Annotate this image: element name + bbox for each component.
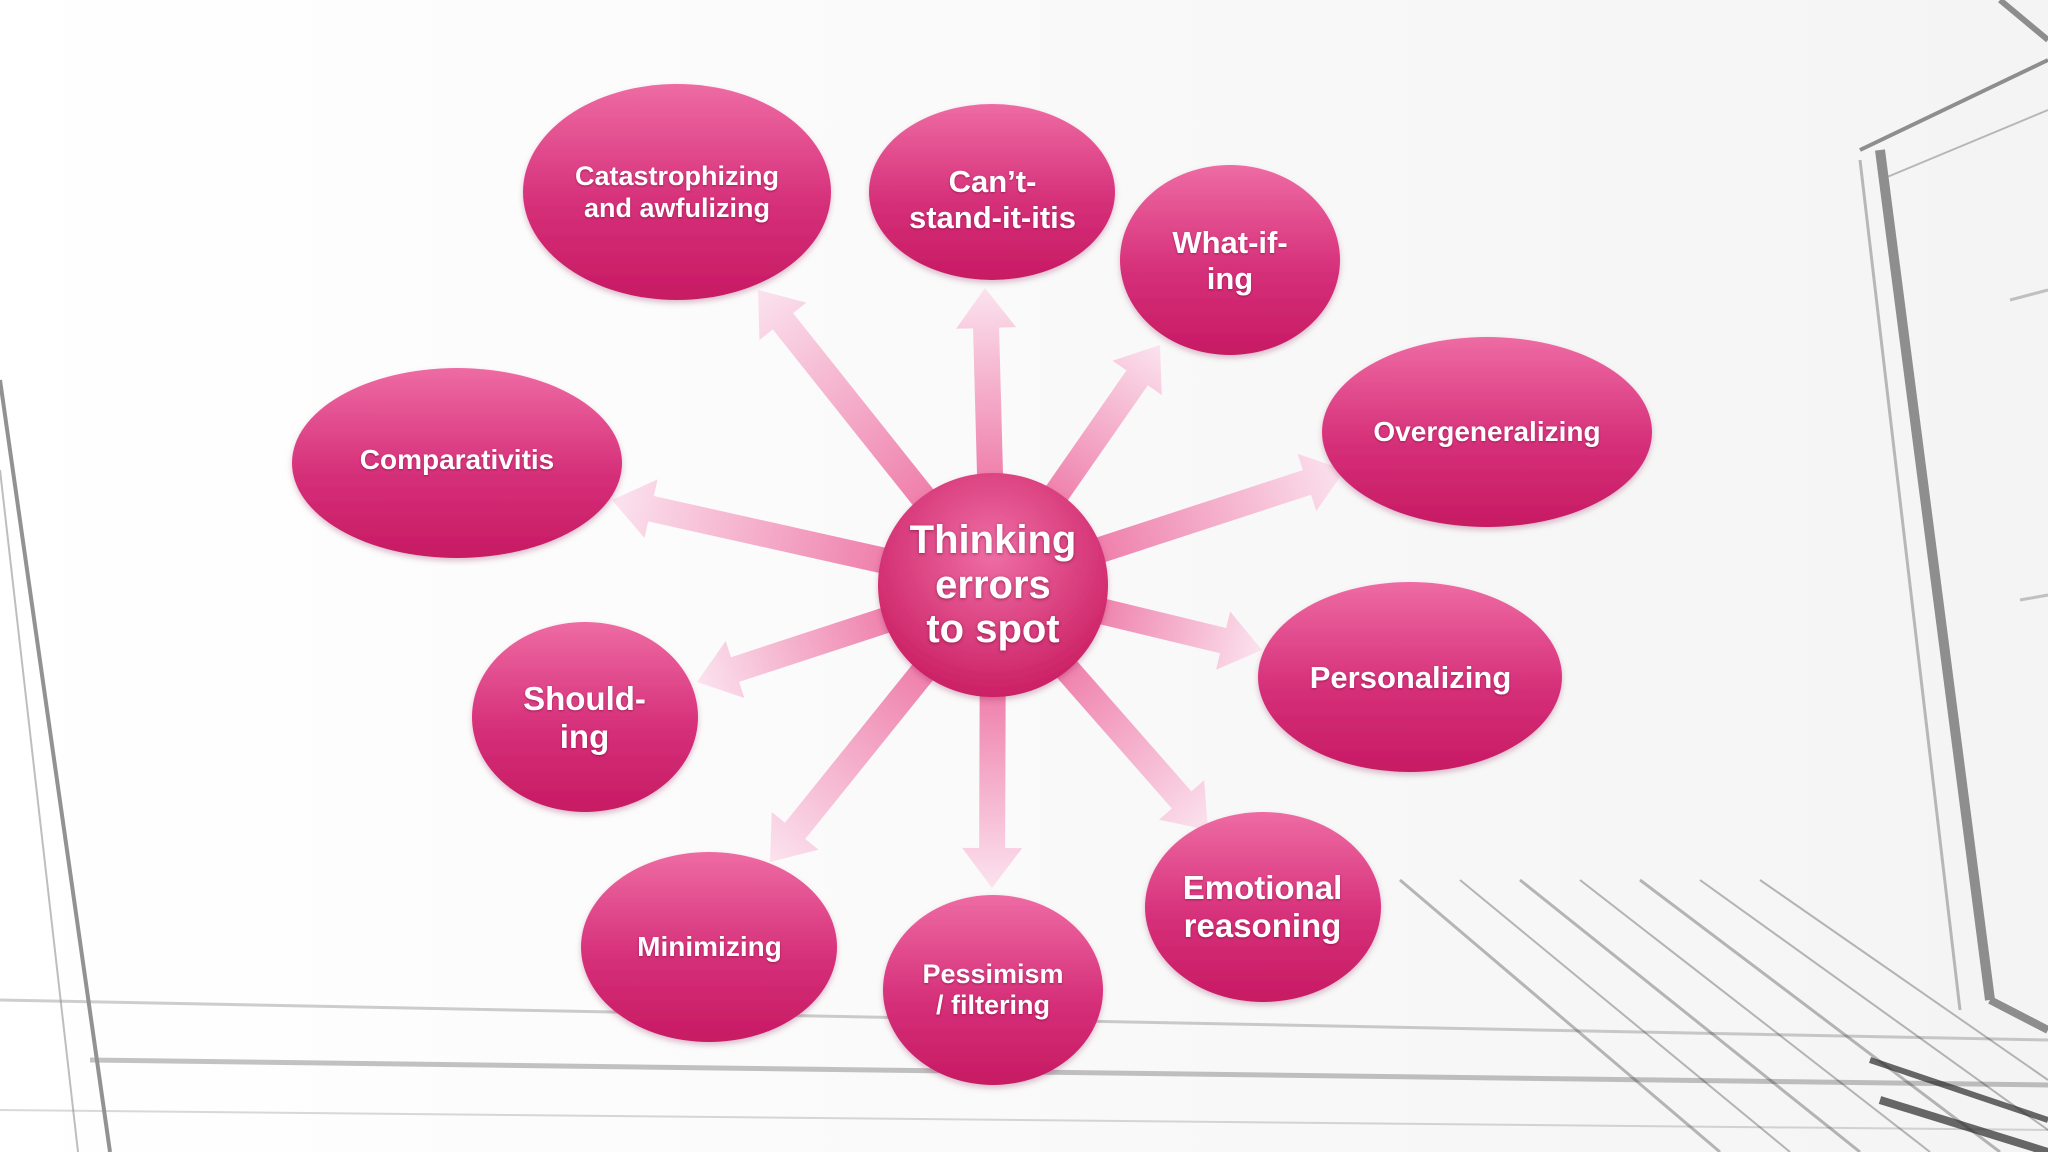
node-emotional-reasoning: [1145, 812, 1381, 1002]
arrow-to-cant-stand-it-itis: [956, 288, 1017, 491]
node-overgeneralizing: [1322, 337, 1652, 527]
arrow-to-should-ing: [697, 602, 907, 699]
node-pessimism-filtering: [883, 895, 1103, 1085]
node-label-pessimism-filtering: Pessimism / filtering: [922, 958, 1064, 1020]
arrow-to-catastrophizing: [758, 290, 944, 519]
center-topic-circle: [878, 473, 1108, 697]
node-label-catastrophizing: Catastrophizing and awfulizing: [574, 161, 779, 223]
node-catastrophizing: [523, 84, 831, 300]
arrow-to-pessimism-filtering: [962, 679, 1023, 888]
center-topic-label: Thinking errors to spot: [909, 517, 1077, 652]
node-label-cant-stand-it-itis: Can’t- stand-it-itis: [908, 164, 1077, 235]
arrow-to-comparativitis: [612, 479, 904, 578]
arrows: [612, 288, 1345, 888]
node-should-ing: [472, 622, 698, 812]
node-label-overgeneralizing: Overgeneralizing: [1373, 415, 1601, 447]
node-label-what-if-ing: What-if- ing: [1172, 224, 1288, 296]
node-personalizing: [1258, 582, 1562, 772]
node-label-personalizing: Personalizing: [1309, 659, 1512, 695]
arrow-to-personalizing: [1082, 594, 1262, 670]
node-what-if-ing: [1120, 165, 1340, 355]
node-label-comparativitis: Comparativitis: [359, 443, 555, 475]
nodes: [292, 84, 1652, 1085]
node-label-emotional-reasoning: Emotional reasoning: [1182, 869, 1343, 944]
arrow-to-emotional-reasoning: [1045, 647, 1208, 830]
node-comparativitis: [292, 368, 622, 558]
arrow-to-minimizing: [770, 650, 944, 862]
node-minimizing: [581, 852, 837, 1042]
node-cant-stand-it-itis: [869, 104, 1115, 280]
node-label-minimizing: Minimizing: [637, 931, 782, 963]
arrow-to-overgeneralizing: [1079, 453, 1345, 568]
arrow-to-what-if-ing: [1036, 345, 1162, 515]
node-label-should-ing: Should- ing: [523, 679, 646, 755]
